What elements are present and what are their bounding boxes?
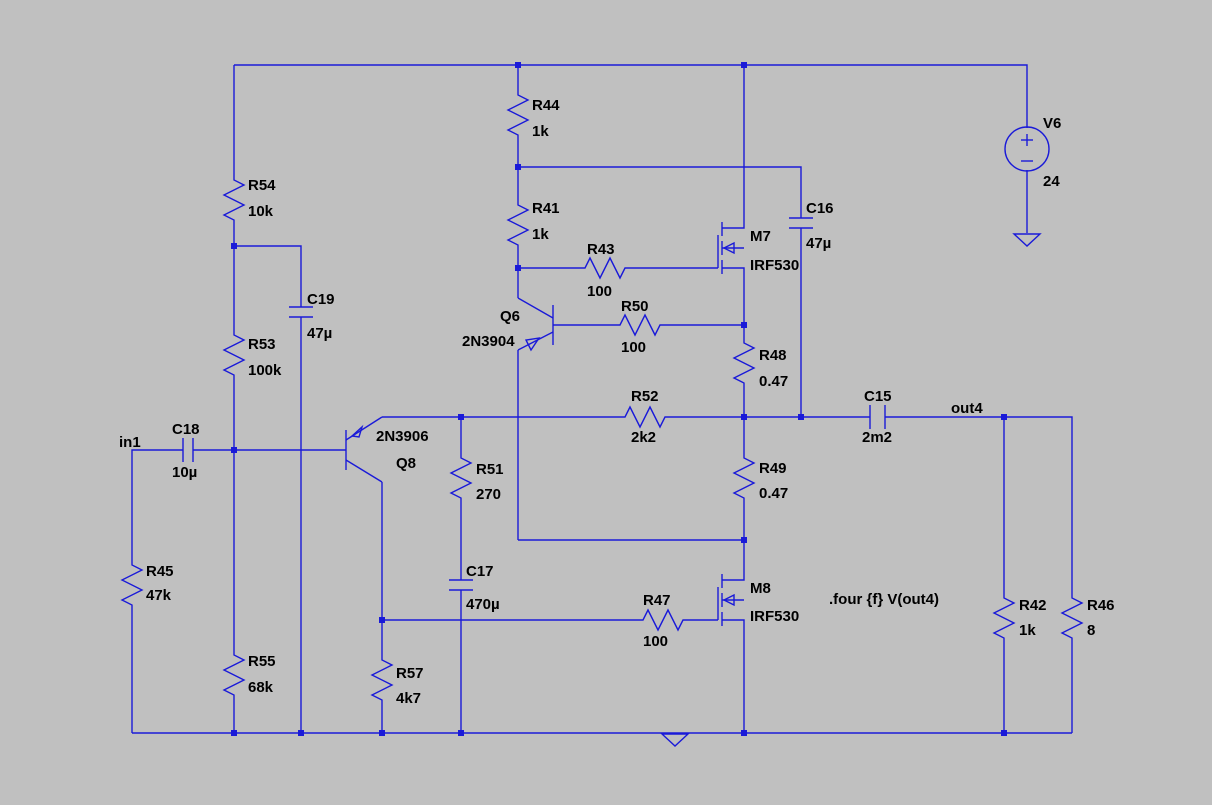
- c19-value: 47µ: [307, 325, 332, 342]
- resistor-r49: [732, 450, 756, 508]
- r53-label: R53: [248, 336, 276, 353]
- resistor-r57: [370, 650, 394, 708]
- resistor-r51: [449, 450, 473, 508]
- transistor-q6: [517, 297, 554, 352]
- r46-value: 8: [1087, 622, 1095, 639]
- r44-value: 1k: [532, 123, 549, 140]
- r49-value: 0.47: [759, 485, 788, 502]
- r54-value: 10k: [248, 203, 274, 220]
- symbols: [120, 85, 1084, 747]
- resistor-r41: [506, 195, 530, 250]
- r48-label: R48: [759, 347, 787, 364]
- transistor-q8: [345, 416, 383, 483]
- r43-value: 100: [587, 283, 612, 300]
- r55-value: 68k: [248, 679, 274, 696]
- c16-value: 47µ: [806, 235, 831, 252]
- junctions: [231, 62, 1007, 736]
- r51-value: 270: [476, 486, 501, 503]
- r41-label: R41: [532, 200, 560, 217]
- q8-model: 2N3906: [376, 428, 429, 445]
- resistor-r48: [732, 335, 756, 395]
- resistor-r46: [1060, 590, 1084, 640]
- m8-model: IRF530: [750, 608, 799, 625]
- r53-value: 100k: [248, 362, 282, 379]
- net-label-in1: in1: [119, 434, 141, 451]
- r42-label: R42: [1019, 597, 1047, 614]
- r52-label: R52: [631, 388, 659, 405]
- r52-value: 2k2: [631, 429, 656, 446]
- resistor-r47: [633, 608, 688, 632]
- capacitor-c18: [182, 438, 194, 462]
- c15-label: C15: [864, 388, 892, 405]
- v6-label: V6: [1043, 115, 1061, 132]
- labels: R44 1k R41 1k R43 100 R50 100 Q6 2N3904 …: [119, 97, 1115, 707]
- r50-value: 100: [621, 339, 646, 356]
- capacitor-c16: [789, 217, 813, 229]
- c18-value: 10µ: [172, 464, 197, 481]
- q8-label: Q8: [396, 455, 416, 472]
- net-label-out4: out4: [951, 400, 983, 417]
- resistor-r50: [610, 313, 665, 337]
- resistor-r55: [222, 645, 246, 705]
- ground-symbol: [1012, 233, 1042, 247]
- r47-value: 100: [643, 633, 668, 650]
- capacitor-c17: [449, 579, 473, 591]
- resistor-r54: [222, 173, 246, 232]
- c16-label: C16: [806, 200, 834, 217]
- r50-label: R50: [621, 298, 649, 315]
- r45-label: R45: [146, 563, 174, 580]
- m8-label: M8: [750, 580, 771, 597]
- r57-value: 4k7: [396, 690, 421, 707]
- resistor-r53: [222, 325, 246, 385]
- resistor-r44: [506, 85, 530, 145]
- resistor-r43: [575, 256, 630, 280]
- r54-label: R54: [248, 177, 276, 194]
- capacitor-c15: [869, 405, 886, 429]
- voltage-source-v6: [1004, 126, 1050, 172]
- r55-label: R55: [248, 653, 276, 670]
- v6-value: 24: [1043, 173, 1060, 190]
- mosfet-m7: [717, 220, 745, 275]
- r42-value: 1k: [1019, 622, 1036, 639]
- r57-label: R57: [396, 665, 424, 682]
- m7-label: M7: [750, 228, 771, 245]
- capacitor-c19: [289, 306, 313, 318]
- q6-label: Q6: [500, 308, 520, 325]
- spice-directive: .four {f} V(out4): [829, 591, 939, 608]
- c17-value: 470µ: [466, 596, 500, 613]
- c15-value: 2m2: [862, 429, 892, 446]
- c19-label: C19: [307, 291, 335, 308]
- q6-model: 2N3904: [462, 333, 515, 350]
- r46-label: R46: [1087, 597, 1115, 614]
- c17-label: C17: [466, 563, 494, 580]
- r48-value: 0.47: [759, 373, 788, 390]
- r47-label: R47: [643, 592, 671, 609]
- resistor-r42: [992, 590, 1016, 640]
- resistor-r45: [120, 555, 144, 612]
- r51-label: R51: [476, 461, 504, 478]
- m7-model: IRF530: [750, 257, 799, 274]
- c18-label: C18: [172, 421, 200, 438]
- r45-value: 47k: [146, 587, 172, 604]
- r44-label: R44: [532, 97, 560, 114]
- resistor-r52: [615, 405, 675, 429]
- wires: [131, 64, 1073, 734]
- r43-label: R43: [587, 241, 615, 258]
- ground-symbol: [660, 733, 690, 747]
- r41-value: 1k: [532, 226, 549, 243]
- mosfet-m8: [717, 568, 745, 626]
- r49-label: R49: [759, 460, 787, 477]
